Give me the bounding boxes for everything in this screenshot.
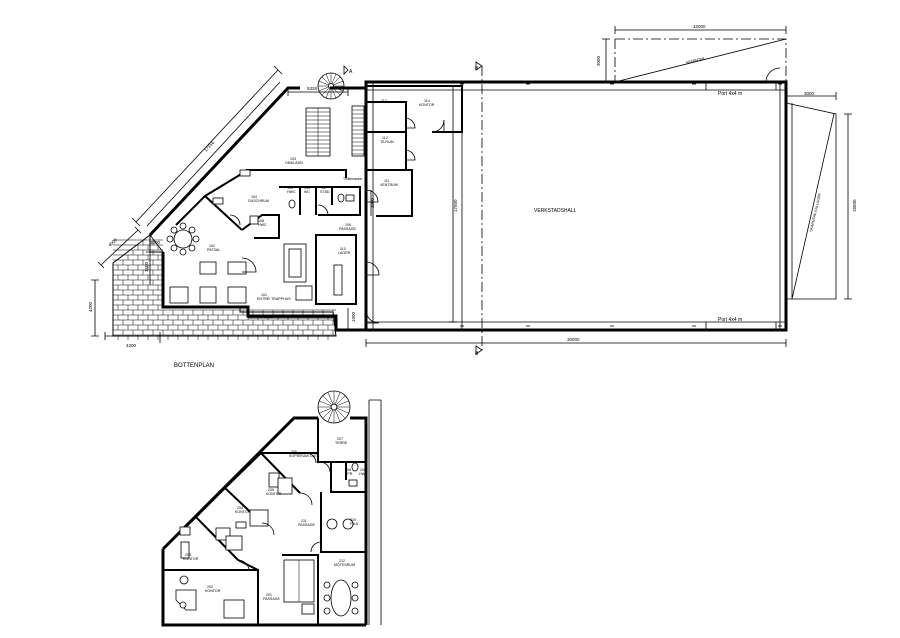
room-204-name: KONTOR [235,510,251,514]
room-208-num: 208 [345,468,351,472]
hall-label: VERKSTADSHALL [534,208,577,214]
room-108-name: HWC [258,223,267,227]
room-110-num: 110 [340,247,346,251]
room-108-num: 108 [258,219,264,223]
stair-marker: A [349,69,353,75]
room-103-name: OMKLÄDN [285,161,303,165]
room-201-name: PASSAGE [263,597,281,601]
ground-floor-plan [91,26,852,355]
dim-4000: 4000 [107,237,118,248]
dim-5328: 5328 [307,86,318,91]
room-203-num: 203 [185,553,191,557]
room-207-num: 207 [337,437,343,441]
room-109-num: 109 [345,223,351,227]
room-107-num: 107 [321,186,327,190]
dim-17500: 17500 [453,199,458,212]
dim-18500: 18500 [852,199,857,212]
room-211-num: 211 [301,519,307,523]
room-101-num: 101 [261,293,267,297]
bottenplan-title: BOTTENPLAN [174,363,214,369]
room-211-name: PASSAGE [298,523,316,527]
room-105-name: HWC [287,190,296,194]
room-105-num: 105 [287,186,293,190]
port-bottom-label: Port 4x4 m [718,317,742,323]
room-212-num: 212 [339,559,345,563]
room-209-num: 209 [360,468,366,472]
upper-room-labels: 201 PASSAGE 202 KONTOR 203 KONTOR 204 KO… [183,437,368,601]
room-202-name: KONTOR [205,589,221,593]
room-206-name: KOPIERUM/ DATA [289,454,320,458]
dim-1900: 1900 [351,311,356,322]
dim-4200-v: 4200 [88,301,93,312]
meeting-table [323,579,359,617]
room-102-name: PATSAL [207,248,220,252]
dim-3000-right: 3000 [804,91,815,96]
workshop-hall [364,66,788,350]
round-table-patsal [166,222,200,256]
section-marker-bottom: B [475,351,479,357]
brick-terrace [112,233,337,340]
room-114-num: 114 [424,99,430,103]
dim-12000: 12000 [693,24,706,29]
room-201-num: 201 [266,593,272,597]
room-101-name: ENTRÉ/ TRAPPHUS [257,296,291,301]
tvattmaskin-label: Tvättmaskin [343,177,362,181]
dim-17m: 17156 [203,140,216,153]
dim-3000-corr: 3000 [370,197,375,208]
roof-right-label: SKÄRMTAK KALLAGER [809,192,822,232]
room-111-name: VENTRUM [380,183,398,187]
room-106-num: 106 [304,186,310,190]
room-107-name: STÄD [320,190,330,194]
upper-desks [175,472,315,619]
spiral-stair-upper [317,390,351,424]
upper-floor-plan [161,390,382,627]
room-109-name: PASSAGE [339,227,357,231]
room-207-name: TERRE [335,441,348,445]
room-208-name: KPR [345,472,353,476]
roof-top-label: SKÄRMTAK [685,56,705,65]
room-103-num: 103 [290,157,296,161]
room-205-num: 205 [268,488,274,492]
room-212-name: MÖTESRUM [334,563,355,567]
room-210-num: 210 [350,518,356,522]
top-canopy [602,26,787,83]
dim-30000: 30000 [567,337,580,342]
room-205-name: KONTOR [266,492,282,496]
section-marker-top: B [475,66,479,72]
room-209-name: HWC [359,472,368,476]
port-top-label: Port 4x4 m [718,91,742,97]
room-206-num: 206 [291,450,297,454]
room-104-name: DUSCHRUM [248,199,269,203]
dim-4200-h: 4200 [126,343,137,348]
dim-3000-left: 3000 [150,240,161,245]
room-112-num: 112 [382,136,388,140]
room-203-name: KONTOR [183,557,199,561]
dim-1500: 1500 [144,261,149,272]
spiral-stair-ground [317,72,345,100]
room-113-num: 113 [381,99,387,103]
room-102-num: 102 [209,244,215,248]
dim-14342: 14342 [260,314,273,319]
room-104-num: 104 [251,195,257,199]
room-114-name: KONTOR [419,103,435,107]
room-106-name: WC [304,190,310,194]
room-110-name: LAGER [338,251,351,255]
ground-room-labels: 101 ENTRÉ/ TRAPPHUS 102 PATSAL 103 OMKLÄ… [174,66,742,369]
patsal-tables [169,261,247,304]
room-204-num: 204 [237,506,243,510]
room-111-num: 111 [384,179,389,183]
right-canopy [785,92,852,300]
room-112-name: ELRUM [381,140,394,144]
dim-3000-top: 3000 [596,55,601,66]
room-210-name: FIKA [350,522,359,526]
room-202-num: 202 [207,585,213,589]
